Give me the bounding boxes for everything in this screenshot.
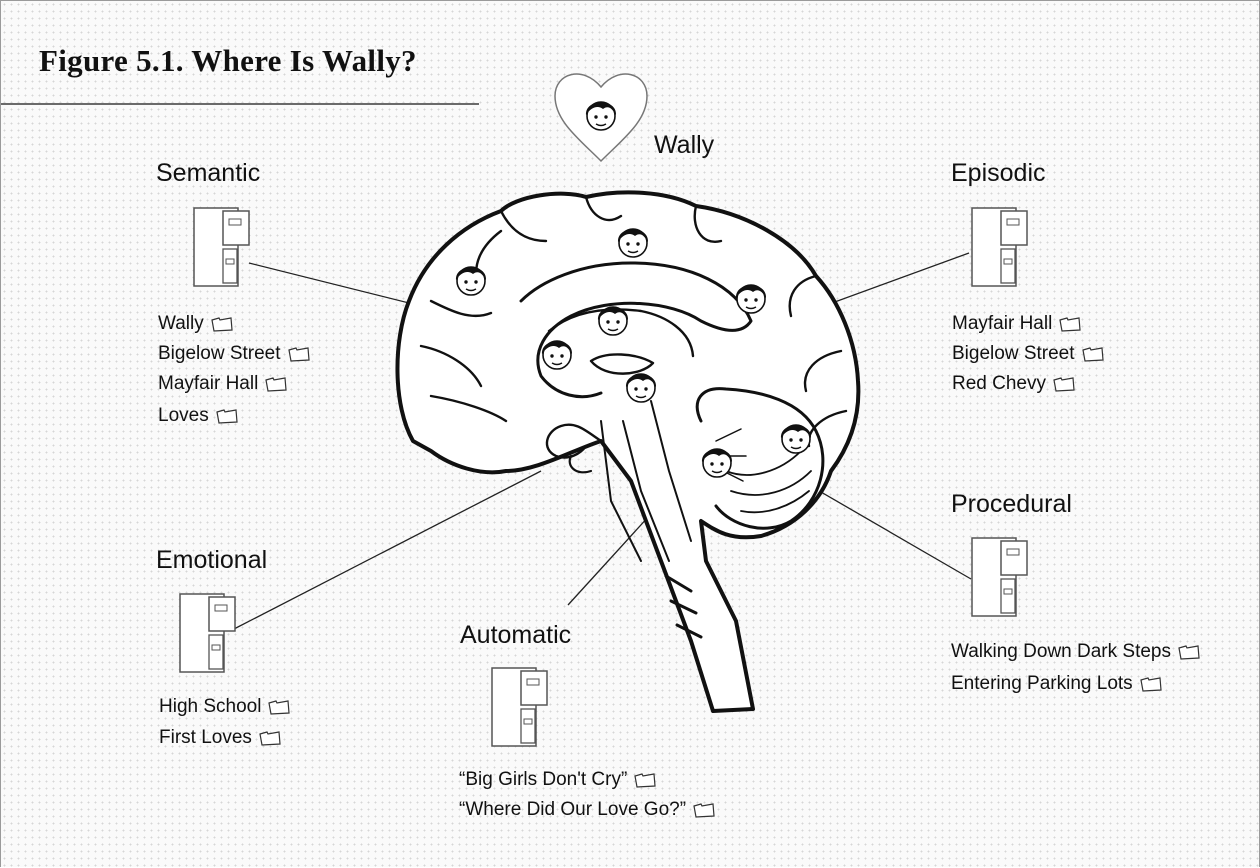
wally-face-icon — [598, 307, 628, 335]
folder-icon — [288, 346, 310, 362]
list-item: High School — [159, 696, 290, 717]
item-label: Bigelow Street — [158, 343, 281, 364]
procedural-heading: Procedural — [951, 490, 1072, 519]
wally-face-icon — [618, 229, 648, 257]
file-cabinet-icon — [971, 537, 1029, 617]
wally-face-icon — [781, 425, 811, 453]
folder-icon — [1178, 644, 1200, 660]
wally-face-icon — [586, 102, 616, 130]
wally-face-icon — [736, 285, 766, 313]
folder-icon — [259, 730, 281, 746]
semantic-heading: Semantic — [156, 159, 260, 188]
item-label: “Big Girls Don't Cry” — [459, 769, 627, 790]
list-item: Bigelow Street — [952, 343, 1104, 364]
item-label: Mayfair Hall — [158, 373, 258, 394]
list-item: Mayfair Hall — [952, 313, 1081, 334]
folder-icon — [211, 316, 233, 332]
wally-face-icon — [456, 267, 486, 295]
folder-icon — [265, 376, 287, 392]
folder-icon — [1053, 376, 1075, 392]
item-label: High School — [159, 696, 261, 717]
file-cabinet-icon — [193, 207, 251, 287]
folder-icon — [1059, 316, 1081, 332]
folder-icon — [268, 699, 290, 715]
list-item: First Loves — [159, 727, 281, 748]
file-cabinet-icon — [179, 593, 237, 673]
item-label: Wally — [158, 313, 204, 334]
item-label: Walking Down Dark Steps — [951, 641, 1171, 662]
item-label: Bigelow Street — [952, 343, 1075, 364]
folder-icon — [216, 408, 238, 424]
item-label: Entering Parking Lots — [951, 673, 1133, 694]
automatic-heading: Automatic — [460, 621, 571, 650]
item-label: First Loves — [159, 727, 252, 748]
folder-icon — [693, 802, 715, 818]
item-label: Mayfair Hall — [952, 313, 1052, 334]
episodic-heading: Episodic — [951, 159, 1046, 188]
item-label: “Where Did Our Love Go?” — [459, 799, 686, 820]
connector-emotional — [234, 471, 541, 629]
list-item: Red Chevy — [952, 373, 1075, 394]
wally-face-icon — [702, 449, 732, 477]
list-item: Wally — [158, 313, 233, 334]
list-item: Bigelow Street — [158, 343, 310, 364]
folder-icon — [1140, 676, 1162, 692]
file-cabinet-icon — [491, 667, 549, 747]
file-cabinet-icon — [971, 207, 1029, 287]
item-label: Loves — [158, 405, 209, 426]
wally-face-icon — [626, 374, 656, 402]
list-item: Loves — [158, 405, 238, 426]
list-item: “Where Did Our Love Go?” — [459, 799, 715, 820]
emotional-heading: Emotional — [156, 546, 267, 575]
list-item: Entering Parking Lots — [951, 673, 1162, 694]
item-label: Red Chevy — [952, 373, 1046, 394]
folder-icon — [634, 772, 656, 788]
folder-icon — [1082, 346, 1104, 362]
list-item: Mayfair Hall — [158, 373, 287, 394]
center-label: Wally — [654, 131, 714, 160]
list-item: Walking Down Dark Steps — [951, 641, 1200, 662]
list-item: “Big Girls Don't Cry” — [459, 769, 656, 790]
wally-face-icon — [542, 341, 572, 369]
